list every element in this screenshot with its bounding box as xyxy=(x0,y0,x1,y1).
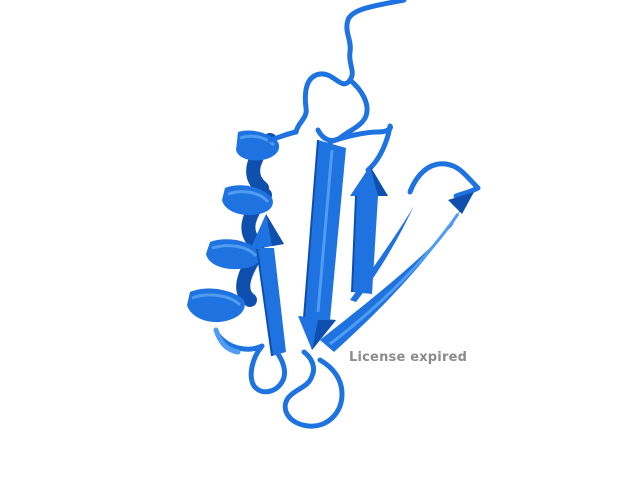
beta-strand-3 xyxy=(350,166,388,294)
n-terminal-loop xyxy=(293,0,407,135)
beta-strand-1 xyxy=(250,214,286,357)
strand-body-inner xyxy=(350,206,414,302)
beta-strand-4 xyxy=(320,192,474,352)
strand-body xyxy=(352,196,378,294)
top-loop xyxy=(315,77,370,143)
bottom-loop xyxy=(282,349,345,429)
strand-arrowhead xyxy=(448,192,474,214)
strand-edge xyxy=(256,247,273,357)
beta-strand-2 xyxy=(298,139,346,350)
strand-edge xyxy=(303,139,319,319)
right-top-loop xyxy=(407,161,481,199)
alpha-helix xyxy=(187,130,280,323)
strand-highlight xyxy=(329,213,460,346)
top-right-loop xyxy=(327,123,393,173)
helix-front-highlight xyxy=(227,190,270,204)
strand-highlight xyxy=(316,149,334,313)
license-expired-watermark: License expired xyxy=(349,350,468,365)
helix-front-highlight xyxy=(211,244,258,258)
strand-arrowhead-shade xyxy=(370,166,388,196)
bottom-left-loop xyxy=(215,332,287,395)
helix-front-coil xyxy=(236,130,280,161)
helix-front-highlight xyxy=(191,293,242,307)
strand-arrowhead-shade xyxy=(266,214,284,246)
strand-body xyxy=(257,248,286,356)
strand-body xyxy=(320,200,466,352)
strand-edge xyxy=(351,195,357,293)
strand-arrowhead-shade xyxy=(312,320,336,350)
helix-connector xyxy=(267,129,299,143)
helix-front-coil xyxy=(187,288,245,323)
c-terminal-tail xyxy=(213,327,241,355)
loop-coils xyxy=(215,0,481,429)
helix-front-highlight xyxy=(239,134,276,147)
